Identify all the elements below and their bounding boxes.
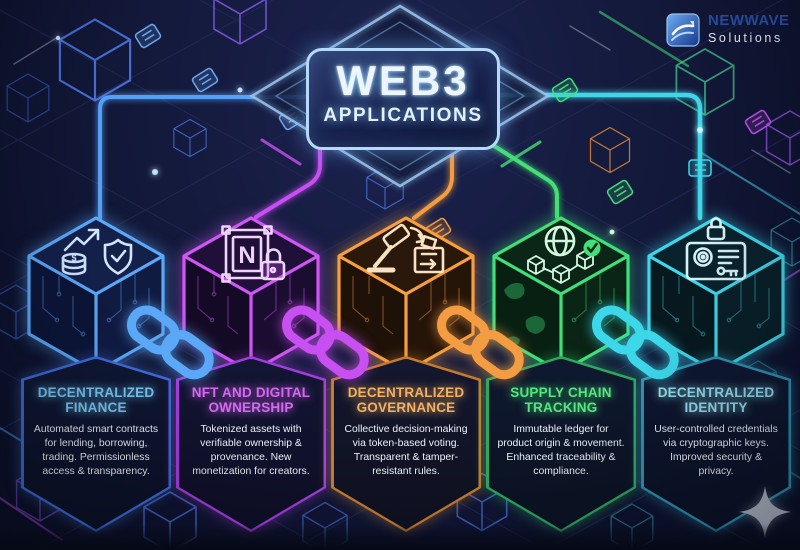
category-description: Immutable ledger for product origin & mo… <box>497 424 625 478</box>
nft-icons: N <box>221 225 286 283</box>
globe-icon <box>544 225 576 257</box>
title-badge: WEB3 APPLICATIONS <box>306 48 500 150</box>
chain-link-icon <box>591 305 679 380</box>
supply-icons <box>527 225 601 284</box>
fingerprint-icon <box>693 247 713 267</box>
key-icon <box>716 266 739 277</box>
category-description: Tokenized assets with verifiable ownersh… <box>192 424 310 478</box>
dollar-glyph: $ <box>71 253 76 263</box>
wave-icon <box>666 13 700 47</box>
linked-boxes-icon <box>527 250 594 284</box>
chain-link-icon <box>281 305 369 380</box>
id-card-icon <box>685 241 747 281</box>
identity-icons <box>685 217 747 281</box>
category-description: User-controlled credentials via cryptogr… <box>654 424 778 478</box>
n-glyph: N <box>238 242 255 269</box>
title-line2: APPLICATIONS <box>323 105 483 126</box>
check-badge-icon <box>583 239 601 257</box>
connector-lines <box>98 92 703 221</box>
defi-cube: $ <box>27 216 165 374</box>
title-line1: WEB3 <box>336 57 470 104</box>
category-description: Collective decision-making via token-bas… <box>344 424 468 478</box>
coin-stack-icon: $ <box>61 252 87 276</box>
finance-icons: $ <box>61 228 133 276</box>
governance-icons <box>366 223 445 274</box>
glow-dots <box>55 35 703 235</box>
brand-name: NEWWAVE <box>708 12 790 29</box>
category-description: Automated smart contracts for lending, b… <box>33 424 159 478</box>
brand-text: NEWWAVE Solutions <box>708 12 790 45</box>
shield-check-icon <box>103 238 133 275</box>
chain-link-icon <box>126 305 214 380</box>
chain-link-icon <box>436 305 524 380</box>
lock-icon <box>706 217 726 241</box>
brand-subtitle: Solutions <box>708 30 783 45</box>
trend-up-icon <box>63 228 100 252</box>
brand-logo: NEWWAVE Solutions <box>666 12 790 47</box>
nft-frame-icon: N <box>221 225 273 283</box>
ballot-box-icon <box>413 235 445 274</box>
sparkle-icon <box>739 486 791 538</box>
supply-chain-cube <box>492 216 630 374</box>
padlock-icon <box>260 248 286 281</box>
